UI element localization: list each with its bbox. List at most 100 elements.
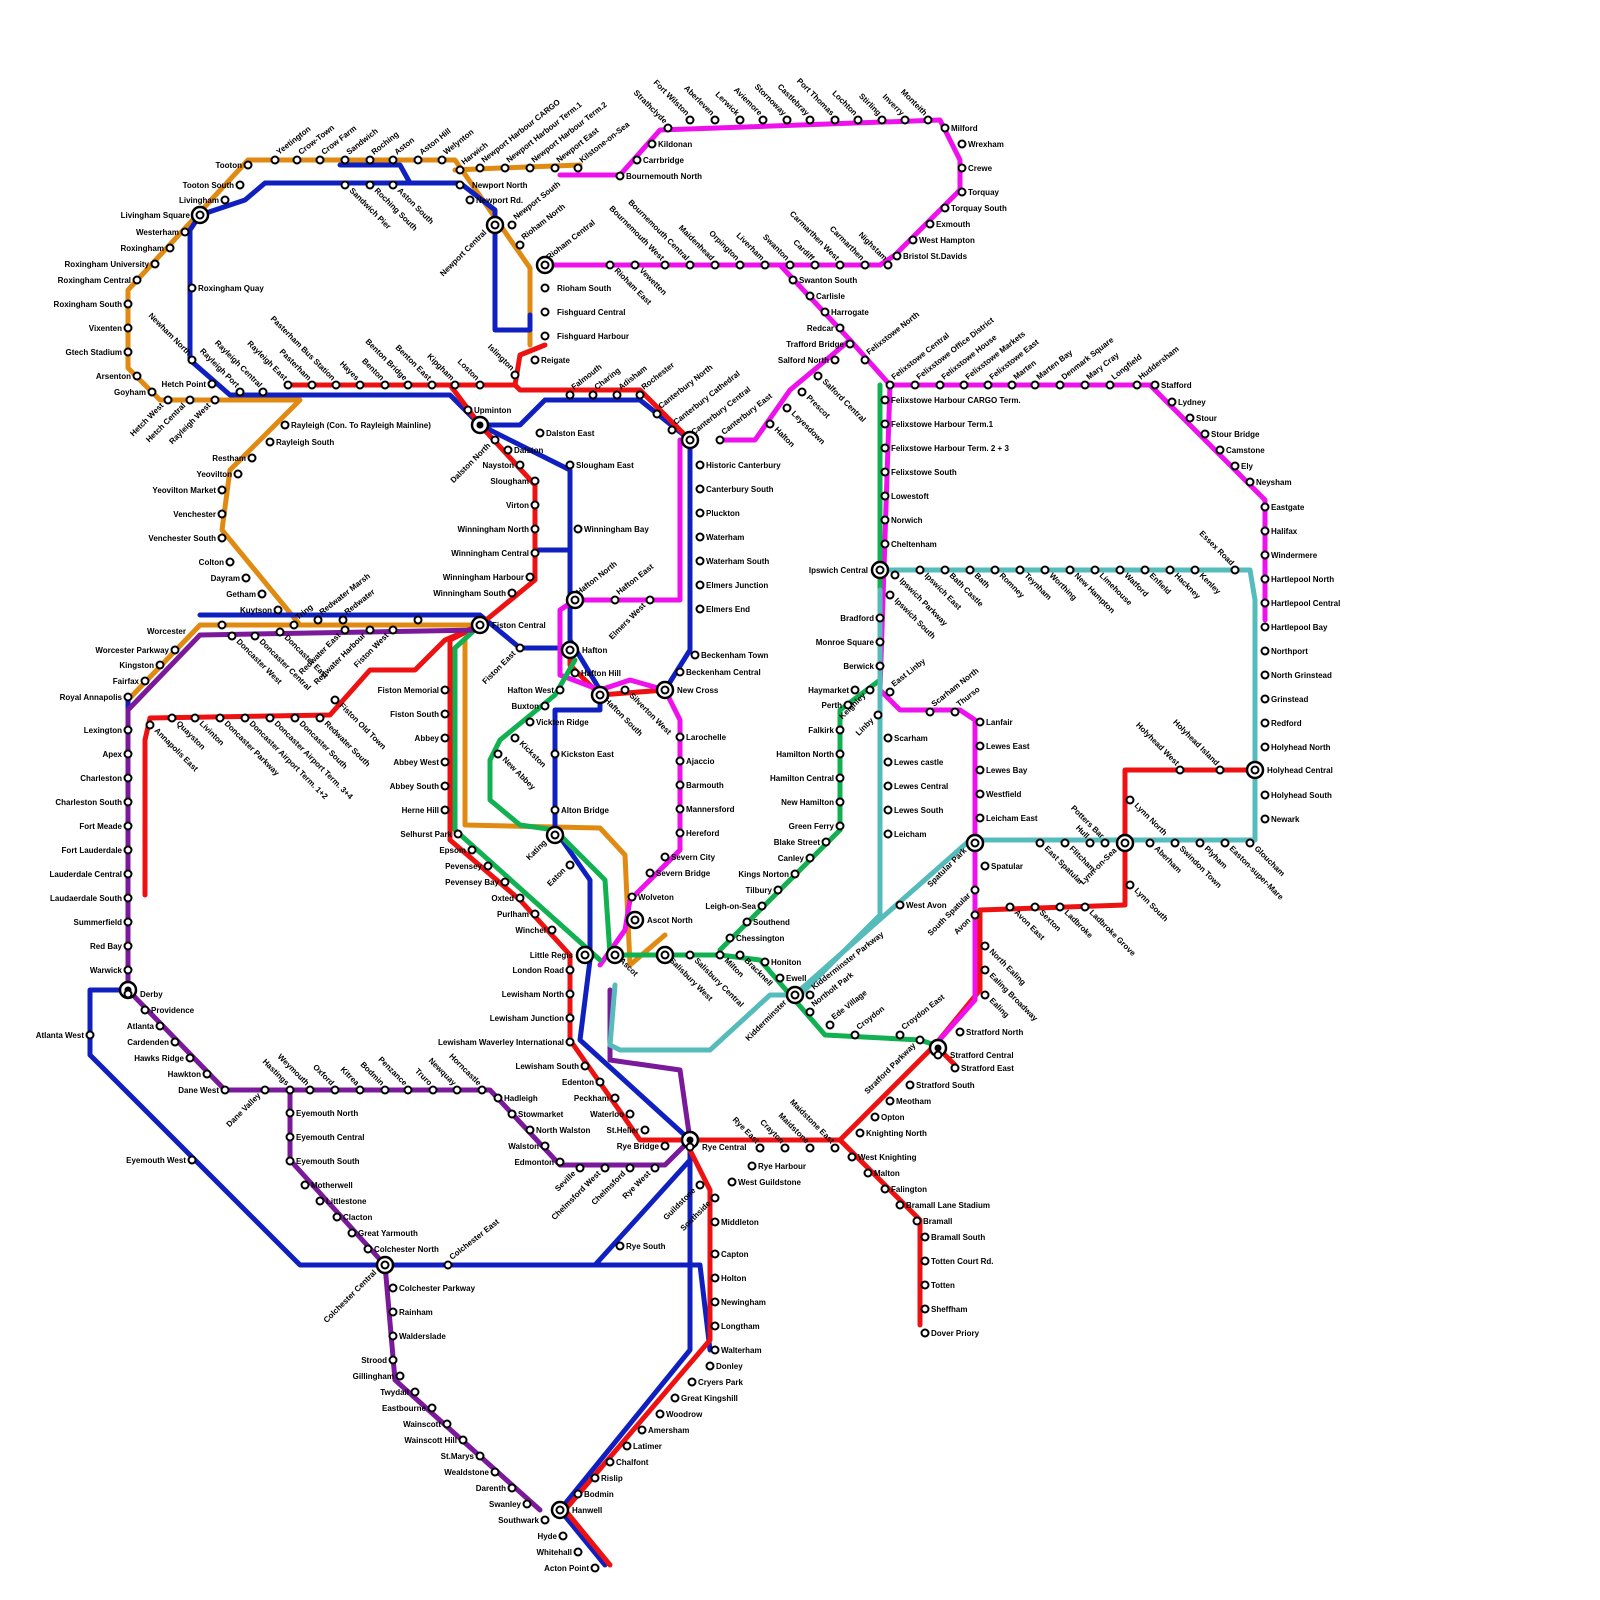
station[interactable]: Littlestone bbox=[315, 1196, 367, 1206]
station-dot[interactable] bbox=[975, 789, 985, 799]
station-dot[interactable] bbox=[355, 380, 365, 390]
station-dot[interactable] bbox=[667, 425, 677, 435]
station-dot[interactable] bbox=[933, 1050, 943, 1060]
station[interactable]: Yeovilton bbox=[196, 469, 243, 479]
station[interactable]: Pluckton bbox=[695, 508, 740, 518]
station[interactable]: Holyhead North bbox=[1260, 742, 1331, 752]
station-dot[interactable] bbox=[490, 435, 500, 445]
station-dot[interactable] bbox=[225, 557, 235, 567]
station[interactable]: Tilbury bbox=[745, 885, 783, 895]
station[interactable]: Hetch Point bbox=[162, 379, 217, 389]
station[interactable]: Worcester bbox=[147, 620, 227, 637]
station-dot[interactable] bbox=[140, 676, 150, 686]
station[interactable]: Falington bbox=[880, 1184, 928, 1194]
station[interactable]: Gtech Stadium bbox=[66, 347, 133, 357]
station[interactable]: Ajaccio bbox=[675, 756, 715, 766]
station-dot[interactable] bbox=[1060, 838, 1070, 848]
station[interactable]: Middleton bbox=[710, 1217, 759, 1227]
station-dot[interactable] bbox=[365, 625, 375, 635]
station[interactable]: Mannersford bbox=[675, 804, 735, 814]
station[interactable]: Grinstead bbox=[1260, 694, 1309, 704]
station[interactable]: Bradford bbox=[840, 613, 885, 623]
station-dot[interactable] bbox=[610, 950, 620, 960]
station-dot[interactable] bbox=[710, 1193, 720, 1203]
station-dot[interactable] bbox=[540, 701, 550, 711]
station[interactable]: Croydon East bbox=[895, 992, 947, 1040]
station-dot[interactable] bbox=[695, 580, 705, 590]
station-dot[interactable] bbox=[123, 917, 133, 927]
station[interactable]: Lewes South bbox=[883, 805, 944, 815]
station[interactable]: Croydon bbox=[850, 1004, 887, 1040]
station-dot[interactable] bbox=[875, 613, 885, 623]
station[interactable]: Rye Harbour bbox=[747, 1161, 807, 1171]
station-dot[interactable] bbox=[555, 1505, 565, 1515]
station-dot[interactable] bbox=[1167, 397, 1177, 407]
station[interactable]: Roxingham South bbox=[54, 299, 133, 309]
station-dot[interactable] bbox=[570, 595, 580, 605]
station-dot[interactable] bbox=[565, 645, 575, 655]
station-dot[interactable] bbox=[660, 1141, 670, 1151]
station[interactable]: Holton bbox=[710, 1273, 747, 1283]
station[interactable]: West Knighting bbox=[847, 1152, 917, 1162]
station[interactable]: Totten Court Rd. bbox=[920, 1256, 994, 1266]
station-dot[interactable] bbox=[1085, 838, 1095, 848]
station-dot[interactable] bbox=[515, 893, 525, 903]
station[interactable]: Horncastle bbox=[447, 1052, 487, 1095]
station[interactable]: Salisbury West bbox=[660, 950, 715, 1004]
station-dot[interactable] bbox=[805, 115, 815, 125]
station-dot[interactable] bbox=[565, 860, 575, 870]
station-dot[interactable] bbox=[395, 1371, 405, 1381]
station-dot[interactable] bbox=[925, 219, 935, 229]
station-dot[interactable] bbox=[410, 1387, 420, 1397]
station-dot[interactable] bbox=[1115, 565, 1125, 575]
station-dot[interactable] bbox=[503, 445, 513, 455]
station-dot[interactable] bbox=[1195, 838, 1205, 848]
interchange-hub[interactable] bbox=[470, 415, 490, 435]
station[interactable]: Fort Lauderdale bbox=[62, 845, 133, 855]
station-dot[interactable] bbox=[835, 797, 845, 807]
station-dot[interactable] bbox=[1100, 838, 1110, 848]
station[interactable]: Worcester Parkway bbox=[95, 645, 180, 655]
station-dot[interactable] bbox=[1260, 622, 1270, 632]
station[interactable]: Newingham bbox=[710, 1297, 766, 1307]
station-dot[interactable] bbox=[863, 1168, 873, 1178]
station[interactable]: Exmouth bbox=[925, 219, 971, 229]
station[interactable]: Newport North bbox=[455, 180, 528, 190]
station[interactable]: Abbey bbox=[415, 733, 450, 743]
station[interactable]: Laudaerdale South bbox=[50, 893, 133, 903]
station[interactable]: Upminton bbox=[463, 405, 512, 415]
station[interactable]: Wainscott bbox=[403, 1419, 452, 1429]
station-dot[interactable] bbox=[507, 220, 517, 230]
station[interactable]: Newark bbox=[1260, 814, 1301, 824]
station-dot[interactable] bbox=[132, 275, 142, 285]
station[interactable]: Green Ferry bbox=[789, 821, 845, 831]
station-dot[interactable] bbox=[1260, 550, 1270, 560]
station[interactable]: Herne Hill bbox=[402, 805, 450, 815]
station-dot[interactable] bbox=[920, 1280, 930, 1290]
station-dot[interactable] bbox=[895, 900, 905, 910]
station[interactable]: Capton bbox=[710, 1249, 749, 1259]
station-dot[interactable] bbox=[612, 390, 622, 400]
station-dot[interactable] bbox=[190, 713, 200, 723]
station-dot[interactable] bbox=[975, 717, 985, 727]
station-dot[interactable] bbox=[880, 419, 890, 429]
station-dot[interactable] bbox=[257, 589, 267, 599]
station-dot[interactable] bbox=[705, 1361, 715, 1371]
station[interactable]: Leicham East bbox=[975, 813, 1038, 823]
station[interactable]: Felixstowe South bbox=[880, 467, 957, 477]
station[interactable]: Harrogate bbox=[820, 307, 870, 317]
station[interactable]: Warwick bbox=[90, 965, 133, 975]
station-dot[interactable] bbox=[558, 1531, 568, 1541]
station[interactable]: Strood bbox=[361, 1355, 398, 1365]
station-dot[interactable] bbox=[1190, 565, 1200, 575]
station-dot[interactable] bbox=[380, 380, 390, 390]
station-dot[interactable] bbox=[123, 965, 133, 975]
station-dot[interactable] bbox=[440, 685, 450, 695]
station[interactable]: Dayram bbox=[211, 573, 251, 583]
station[interactable]: Rayleigh (Con. To Rayleigh Mainline) bbox=[280, 420, 432, 430]
station-dot[interactable] bbox=[950, 1063, 960, 1073]
station[interactable]: Ewell bbox=[775, 973, 807, 983]
station[interactable]: Rayleigh West bbox=[167, 395, 220, 446]
station[interactable]: Colchester Parkway bbox=[388, 1283, 476, 1293]
station[interactable]: Kingston bbox=[119, 660, 165, 670]
